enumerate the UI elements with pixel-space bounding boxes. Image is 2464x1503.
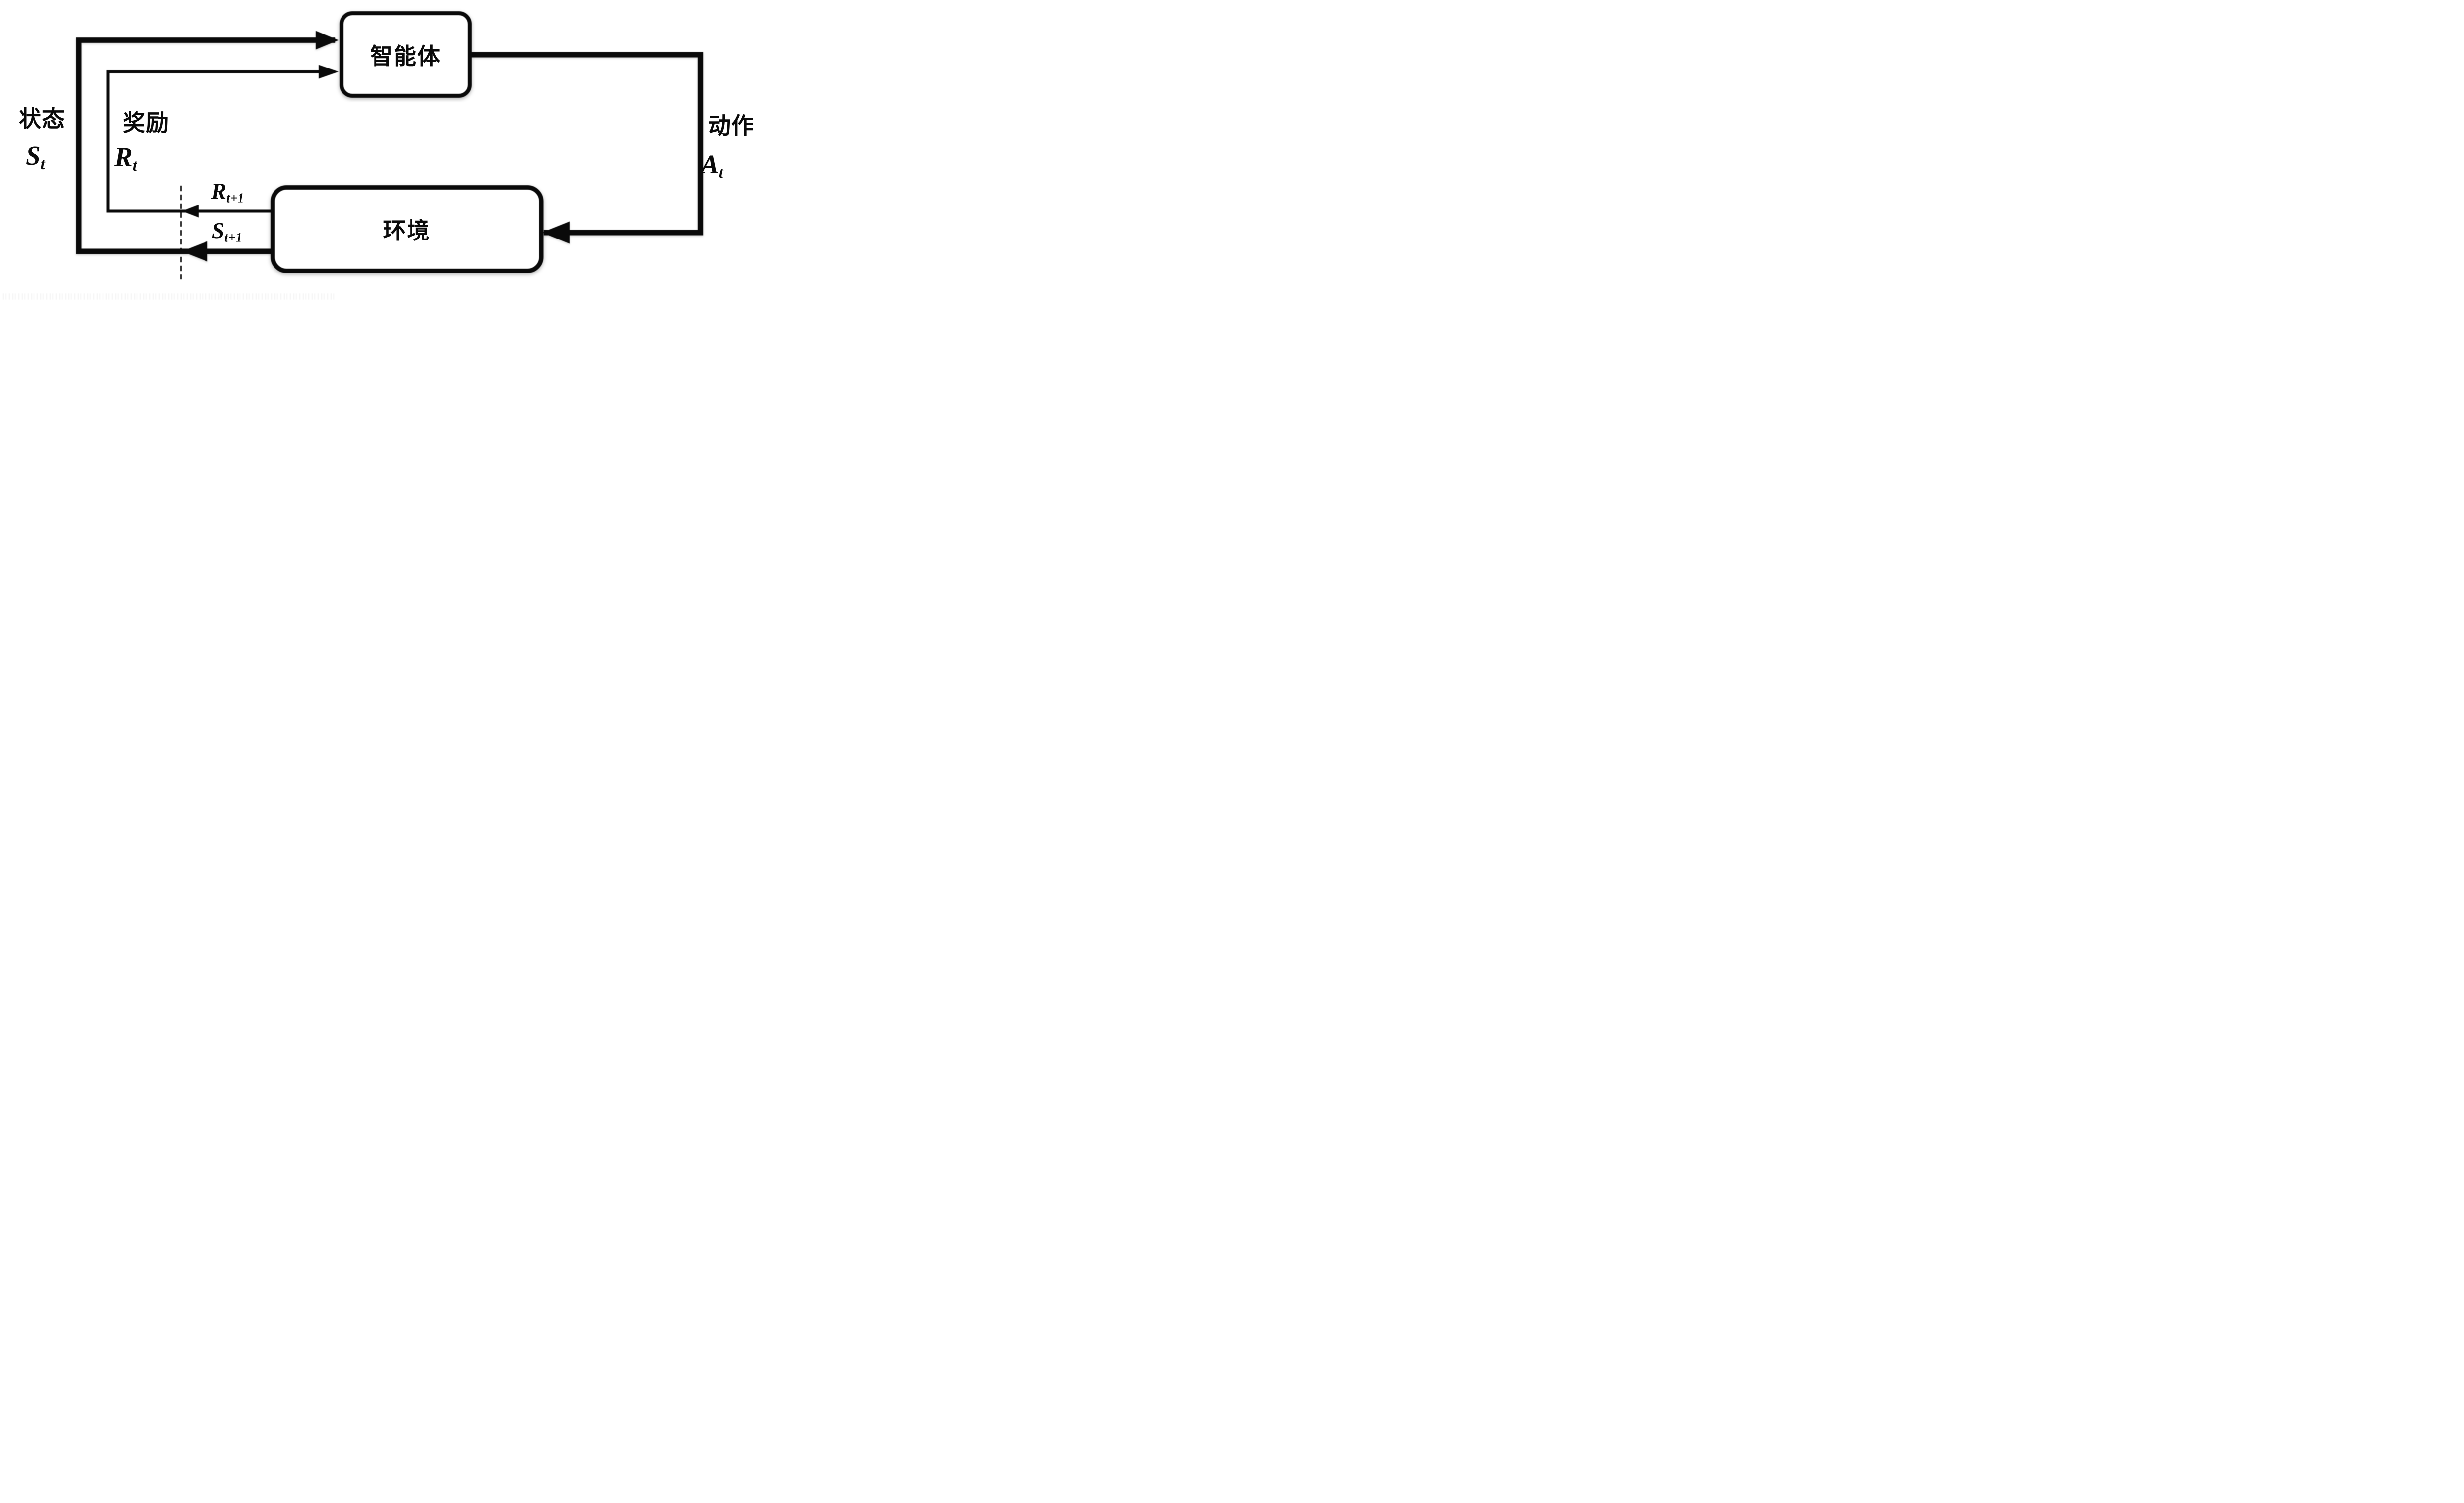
next-reward-arrowhead-icon (182, 205, 199, 218)
action-symbol-sub: t (719, 164, 723, 182)
action-arrowhead-into-environment-icon (542, 221, 570, 244)
environment-box (271, 185, 544, 273)
state-line (76, 37, 335, 254)
state-symbol-sub: t (40, 155, 45, 173)
next-state-arrowhead-icon (182, 241, 207, 262)
reward-symbol: Rt (114, 143, 137, 174)
next-reward-symbol-sub: t+1 (226, 190, 244, 205)
reward-arrowhead-into-agent-icon (319, 65, 339, 79)
reward-caption: 奖励 (123, 110, 169, 136)
rl-loop-diagram: 智能体 环境 状态 St 奖励 Rt 动作 At Rt+1 St+1 (0, 0, 788, 301)
reward-symbol-base: R (114, 142, 133, 172)
diagram-canvas (76, 11, 703, 279)
state-symbol-base: S (26, 140, 41, 171)
reward-symbol-sub: t (132, 157, 137, 175)
next-reward-symbol: Rt+1 (211, 180, 244, 205)
action-caption: 动作 (708, 113, 754, 138)
next-reward-symbol-base: R (211, 179, 227, 204)
action-symbol: At (701, 151, 723, 181)
agent-box (340, 11, 472, 98)
environment-box-label: 环境 (383, 218, 431, 243)
agent-box-label: 智能体 (370, 43, 441, 69)
action-line (472, 52, 703, 236)
state-symbol: St (26, 142, 45, 172)
state-caption: 状态 (19, 106, 65, 132)
action-symbol-base: A (701, 149, 719, 179)
faint-cropped-caption (3, 293, 336, 300)
next-state-symbol: St+1 (212, 220, 242, 244)
state-arrowhead-into-agent-icon (316, 31, 339, 50)
next-state-symbol-sub: t+1 (224, 230, 242, 245)
next-state-symbol-base: S (212, 218, 225, 243)
